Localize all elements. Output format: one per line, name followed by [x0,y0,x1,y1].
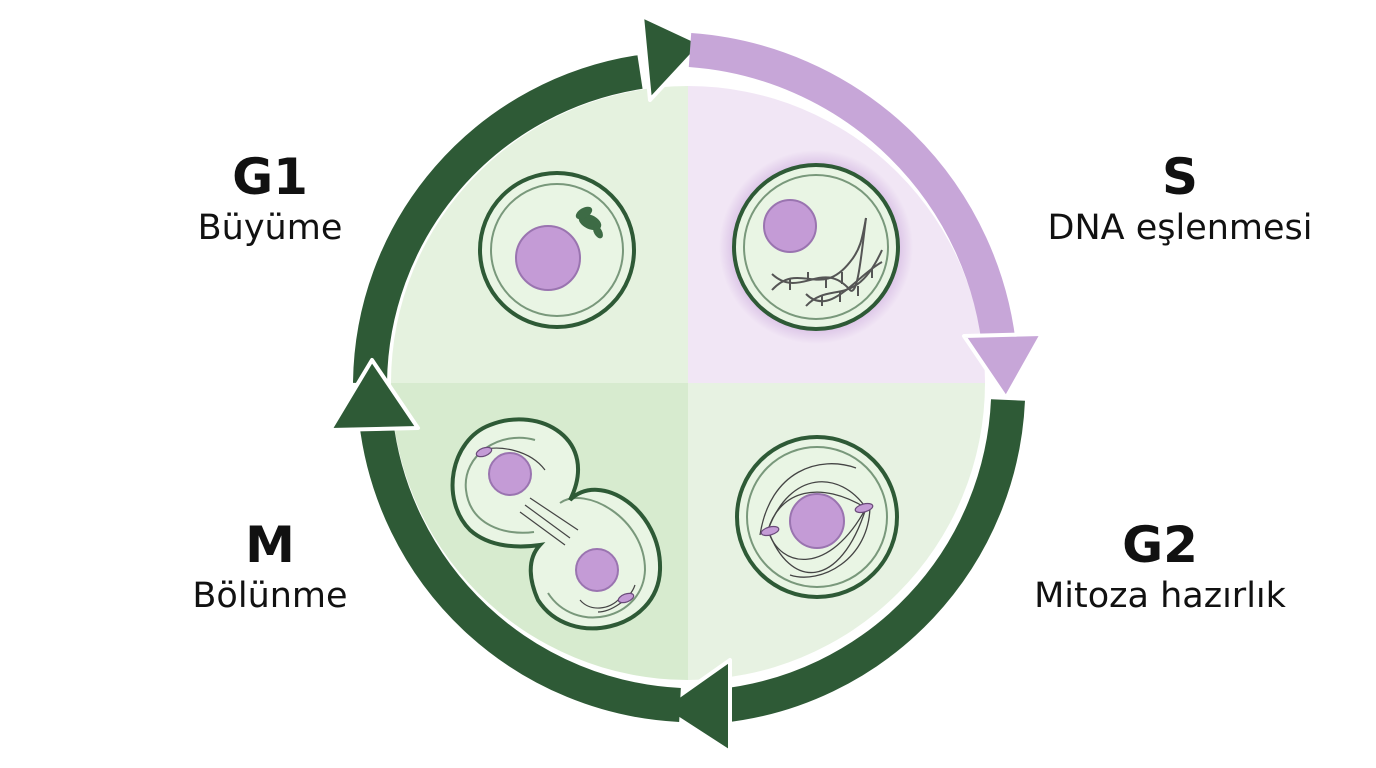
m-nucleus-bottom [575,548,619,592]
spindle-fibers [759,463,871,578]
m-centrosome-bottom-icon [617,592,635,604]
centrosome-left-icon [760,525,780,537]
dna-helix-icon [771,217,883,307]
phase-desc-g1: Büyüme [197,208,343,248]
phase-label-s: S DNA eşlenmesi [1010,148,1350,250]
m-centrosome-top-icon [475,446,493,458]
arrow-s [688,33,1017,357]
phase-code-m: M [245,516,295,574]
g1-cell [478,171,636,329]
phase-desc-g2: Mitoza hazırlık [1034,576,1286,616]
g1-nucleus [515,225,581,291]
s-cell [719,150,913,344]
arrow-g2 [718,399,1025,723]
phase-desc-m: Bölünme [192,576,348,616]
s-nucleus [763,199,817,253]
arrow-m-head [328,358,420,432]
g2-nucleus [789,493,845,549]
m-nucleus-top [488,452,532,496]
arrow-s-head [962,332,1044,400]
centrosome-right-icon [854,502,874,514]
phase-code-s: S [1161,148,1198,206]
centrosome-icon [575,206,603,239]
phase-label-m: M Bölünme [150,516,390,618]
g2-cell [735,435,899,599]
arrow-m [359,418,681,722]
phase-label-g2: G2 Mitoza hazırlık [990,516,1330,618]
phase-code-g2: G2 [1122,516,1198,574]
arrow-g1-head [640,14,704,102]
arrow-g1 [353,55,643,384]
m-cell [450,417,663,631]
cycle-arrows [328,14,1044,754]
arrow-g2-head [660,658,732,754]
phase-label-g1: G1 Büyüme [150,148,390,250]
phase-code-g1: G1 [232,148,308,206]
phase-desc-s: DNA eşlenmesi [1047,208,1313,248]
